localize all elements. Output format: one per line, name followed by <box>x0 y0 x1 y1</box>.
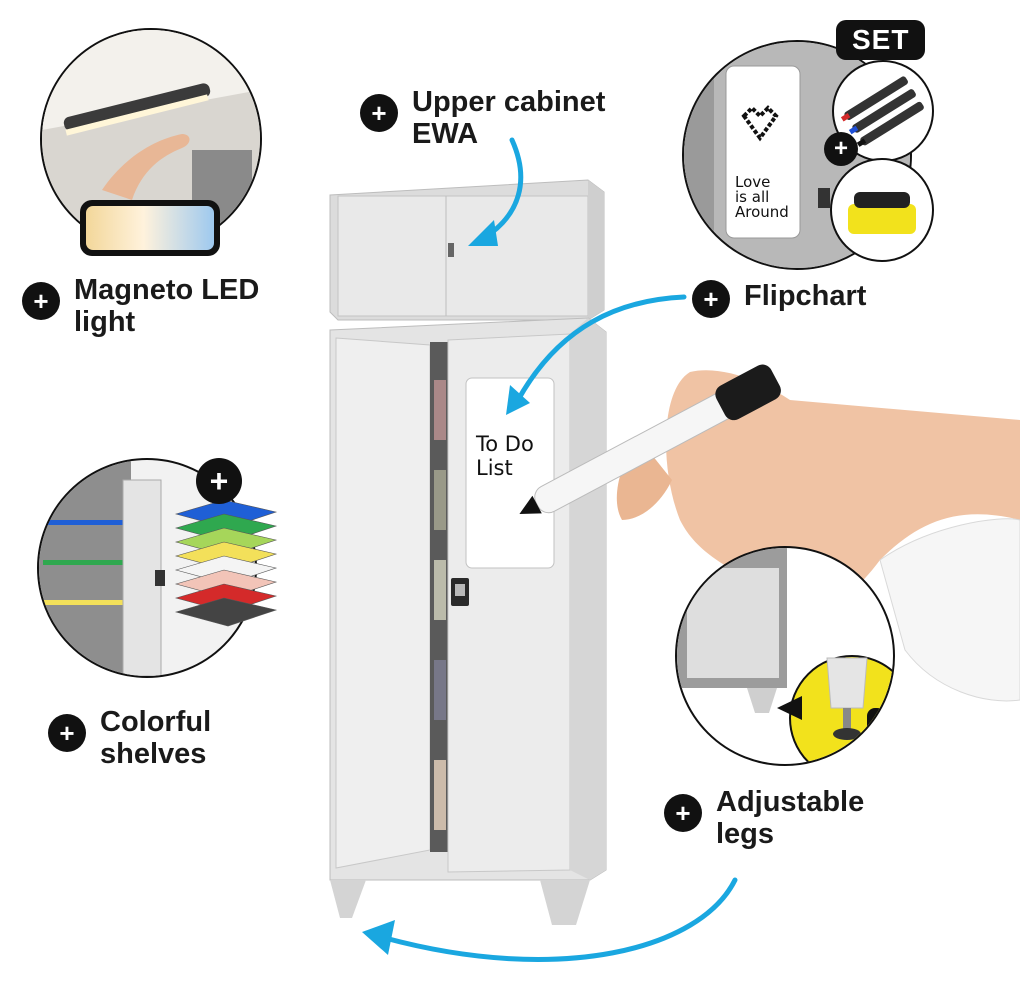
set-plus-icon: + <box>824 132 858 166</box>
callout-flipchart: + Flipchart <box>692 272 866 318</box>
callout-legs: + Adjustable legs <box>664 786 864 850</box>
upper-cabinet <box>329 179 605 321</box>
eraser-detail <box>830 158 934 262</box>
plus-icon: + <box>360 94 398 132</box>
callout-label: Colorful shelves <box>100 706 211 770</box>
plus-icon: + <box>22 282 60 320</box>
flipchart-line3: Around <box>735 203 789 221</box>
callout-line: shelves <box>100 738 207 770</box>
main-cabinet <box>329 317 607 925</box>
callout-line: Flipchart <box>744 280 867 312</box>
callout-line: Adjustable <box>716 786 865 818</box>
callout-line: Upper cabinet <box>412 86 606 118</box>
cabinet-board-line1: To Do <box>476 432 534 456</box>
callout-line: Magneto LED <box>74 274 260 306</box>
callout-led: + Magneto LED light <box>22 274 259 338</box>
callout-label: Flipchart <box>744 280 866 312</box>
hand-with-marker <box>519 364 1020 702</box>
callout-label: Magneto LED light <box>74 274 259 338</box>
callout-line: EWA <box>412 118 479 150</box>
flipchart-board-text: Love is all Around <box>735 175 789 220</box>
led-color-bar <box>80 200 220 256</box>
plus-icon: + <box>48 714 86 752</box>
plus-icon: + <box>692 280 730 318</box>
markers-detail <box>832 60 934 162</box>
flipchart-line2: is all <box>735 188 770 206</box>
plus-icon: + <box>664 794 702 832</box>
callout-upper-cabinet: + Upper cabinet EWA <box>360 86 605 150</box>
flipchart-line1: Love <box>735 173 771 191</box>
callout-line: legs <box>716 818 775 850</box>
callout-label: Upper cabinet EWA <box>412 86 605 150</box>
set-badge: SET <box>836 20 926 60</box>
callout-shelves: + Colorful shelves <box>48 706 211 770</box>
callout-line: light <box>74 306 136 338</box>
callout-label: Adjustable legs <box>716 786 864 850</box>
cabinet-board-line2: List <box>476 456 513 480</box>
colorful-shelves-detail <box>37 458 257 678</box>
cabinet-board-text: To Do List <box>476 432 534 480</box>
shelves-plus-icon: + <box>196 458 242 504</box>
adjustable-legs-detail <box>675 546 895 766</box>
callout-line: Colorful <box>100 706 212 738</box>
